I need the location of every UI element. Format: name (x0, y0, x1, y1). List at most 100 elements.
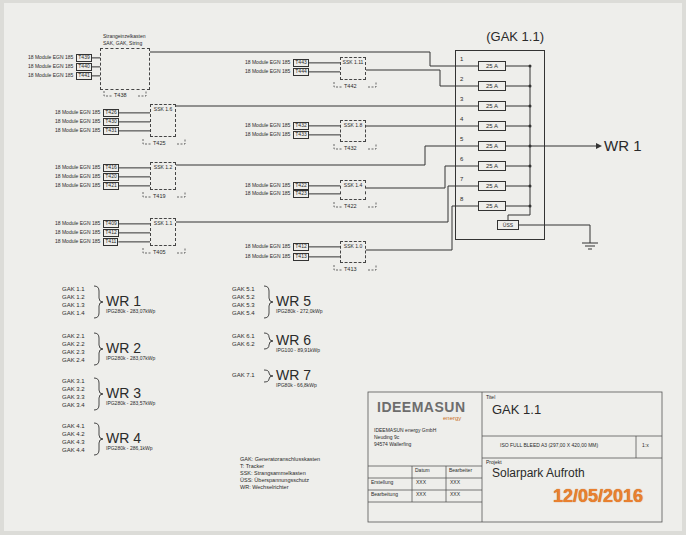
table-header: Datum (415, 468, 430, 474)
abbreviation: ÜSS: Überspannungsschutz (240, 477, 309, 483)
module-label: 18 Module EGN 185 (245, 183, 290, 189)
tracker-group-label: T425 (153, 140, 166, 146)
gak-list-item: GAK 1.3 (62, 302, 85, 309)
table-cell: XXX (416, 480, 426, 486)
device-label: ÜSS (503, 222, 513, 228)
module-label: 18 Module EGN 185 (245, 191, 290, 197)
module-label: 18 Module EGN 185 (55, 119, 100, 125)
gak-list-item: GAK 5.1 (232, 286, 255, 293)
gak-list-item: GAK 2.1 (62, 333, 85, 340)
tracker-tag: T443 (293, 59, 308, 67)
inverter-label: WR 4 (106, 430, 141, 446)
tracker-group-label: T442 (344, 83, 357, 89)
gak-list-item: GAK 1.1 (62, 286, 85, 293)
ssk-label: SSK 1.6 (151, 107, 175, 113)
wire (176, 146, 478, 165)
inverter-rating: IPG280k - 283,57kWp (106, 401, 155, 407)
gak-list-item: GAK 4.4 (62, 447, 85, 454)
module-label: 18 Module EGN 185 (245, 244, 290, 250)
module-label: 18 Module EGN 185 (245, 132, 290, 138)
fuse: 25 A (478, 141, 506, 151)
company-address: 94574 Wallerfing (374, 442, 411, 448)
module-label: 18 Module EGN 185 (55, 110, 100, 116)
wire (309, 71, 340, 72)
title-block-frame (368, 392, 662, 522)
wire (366, 166, 478, 188)
generator-junction-box: (GAK 1.1)25 A25 A25 A25 A25 A25 A25 A25 … (455, 50, 545, 240)
string-module: 18 Module EGN 185T430 (55, 118, 119, 126)
box-heading: Strangeinzelkasten (103, 34, 146, 40)
string-module: 18 Module EGN 185T420 (55, 173, 119, 181)
wire (92, 75, 100, 76)
terminal-number: 4 (460, 116, 463, 123)
fuse-rating: 25 A (486, 123, 498, 129)
abbreviation: T: Tracker (240, 463, 264, 469)
terminal-number: 2 (460, 76, 463, 83)
wire (119, 223, 150, 224)
tracker-tag: T413 (293, 253, 308, 261)
fuse-rating: 25 A (486, 103, 498, 109)
inverter-label: WR 2 (106, 340, 141, 356)
ground-symbol (582, 243, 598, 249)
gak-list-item: GAK 3.1 (62, 378, 85, 385)
inverter-label: WR 1 (604, 137, 642, 154)
wire (150, 52, 478, 66)
inverter-rating: IPG80k - 66,8kWp (276, 383, 317, 389)
tracker-tag: T433 (293, 131, 308, 139)
gak-list-item: GAK 4.1 (62, 423, 85, 430)
surge-protector: ÜSS (497, 220, 519, 230)
gak-list-item: GAK 5.2 (232, 294, 255, 301)
tracker-tag: T422 (293, 182, 308, 190)
module-label: 18 Module EGN 185 (55, 183, 100, 189)
tracker-tag: T439 (76, 54, 91, 62)
wire (176, 106, 478, 107)
gak-list-item: GAK 3.2 (62, 386, 85, 393)
table-header: Bearbeiter (449, 468, 472, 474)
module-label: 18 Module EGN 185 (245, 123, 290, 129)
inverter-rating: IPG280k - 272,0kWp (276, 309, 322, 315)
wire (309, 125, 340, 126)
fuse: 25 A (478, 121, 506, 131)
fuse-rating: 25 A (486, 63, 498, 69)
fuse-rating: 25 A (486, 163, 498, 169)
gak-list-item: GAK 6.1 (232, 333, 255, 340)
tracker-group-label: T422 (344, 203, 357, 209)
fuse: 25 A (478, 181, 506, 191)
junction-dot (529, 185, 532, 188)
inverter-label: WR 7 (276, 367, 311, 383)
paper (4, 3, 682, 531)
wire (176, 186, 478, 222)
wire (119, 176, 150, 177)
ssk-label: SSK 1.8 (341, 123, 365, 129)
junction-dot (529, 165, 532, 168)
wire (119, 232, 150, 233)
box-heading: SAK, GAK, String (103, 41, 142, 47)
logo-text: energy (443, 415, 461, 422)
ssk-label: SSK 1.11 (341, 60, 365, 66)
fuse: 25 A (478, 201, 506, 211)
fuse-lead (506, 66, 530, 206)
junction-dot (529, 145, 532, 148)
abbreviation: WR: Wechselrichter (240, 484, 289, 490)
wire (309, 256, 340, 257)
gak-list-item: GAK 2.3 (62, 349, 85, 356)
tracker-tag: T432 (293, 122, 308, 130)
terminal-number: 6 (460, 156, 463, 163)
string-module: 18 Module EGN 185T412 (245, 243, 309, 251)
inverter-rating: IPG280k - 283,07kWp (106, 309, 155, 315)
string-module: 18 Module EGN 185T409 (55, 220, 119, 228)
module-label: 18 Module EGN 185 (245, 254, 290, 260)
string-module: 18 Module EGN 185T421 (55, 182, 119, 190)
tracker-tag: T430 (103, 118, 118, 126)
inverter-rating: IPG100 - 89,91kWp (276, 348, 320, 354)
wire (309, 185, 340, 186)
box-title: (GAK 1.1) (486, 30, 544, 45)
tracker-tag: T412 (103, 229, 118, 237)
gak-list-item: GAK 4.2 (62, 431, 85, 438)
fuse: 25 A (478, 101, 506, 111)
tracker-tag: T411 (103, 238, 118, 246)
wire (92, 66, 100, 67)
tracker-tag: T416 (103, 164, 118, 172)
terminal-number: 8 (460, 196, 463, 203)
brace (94, 286, 103, 318)
